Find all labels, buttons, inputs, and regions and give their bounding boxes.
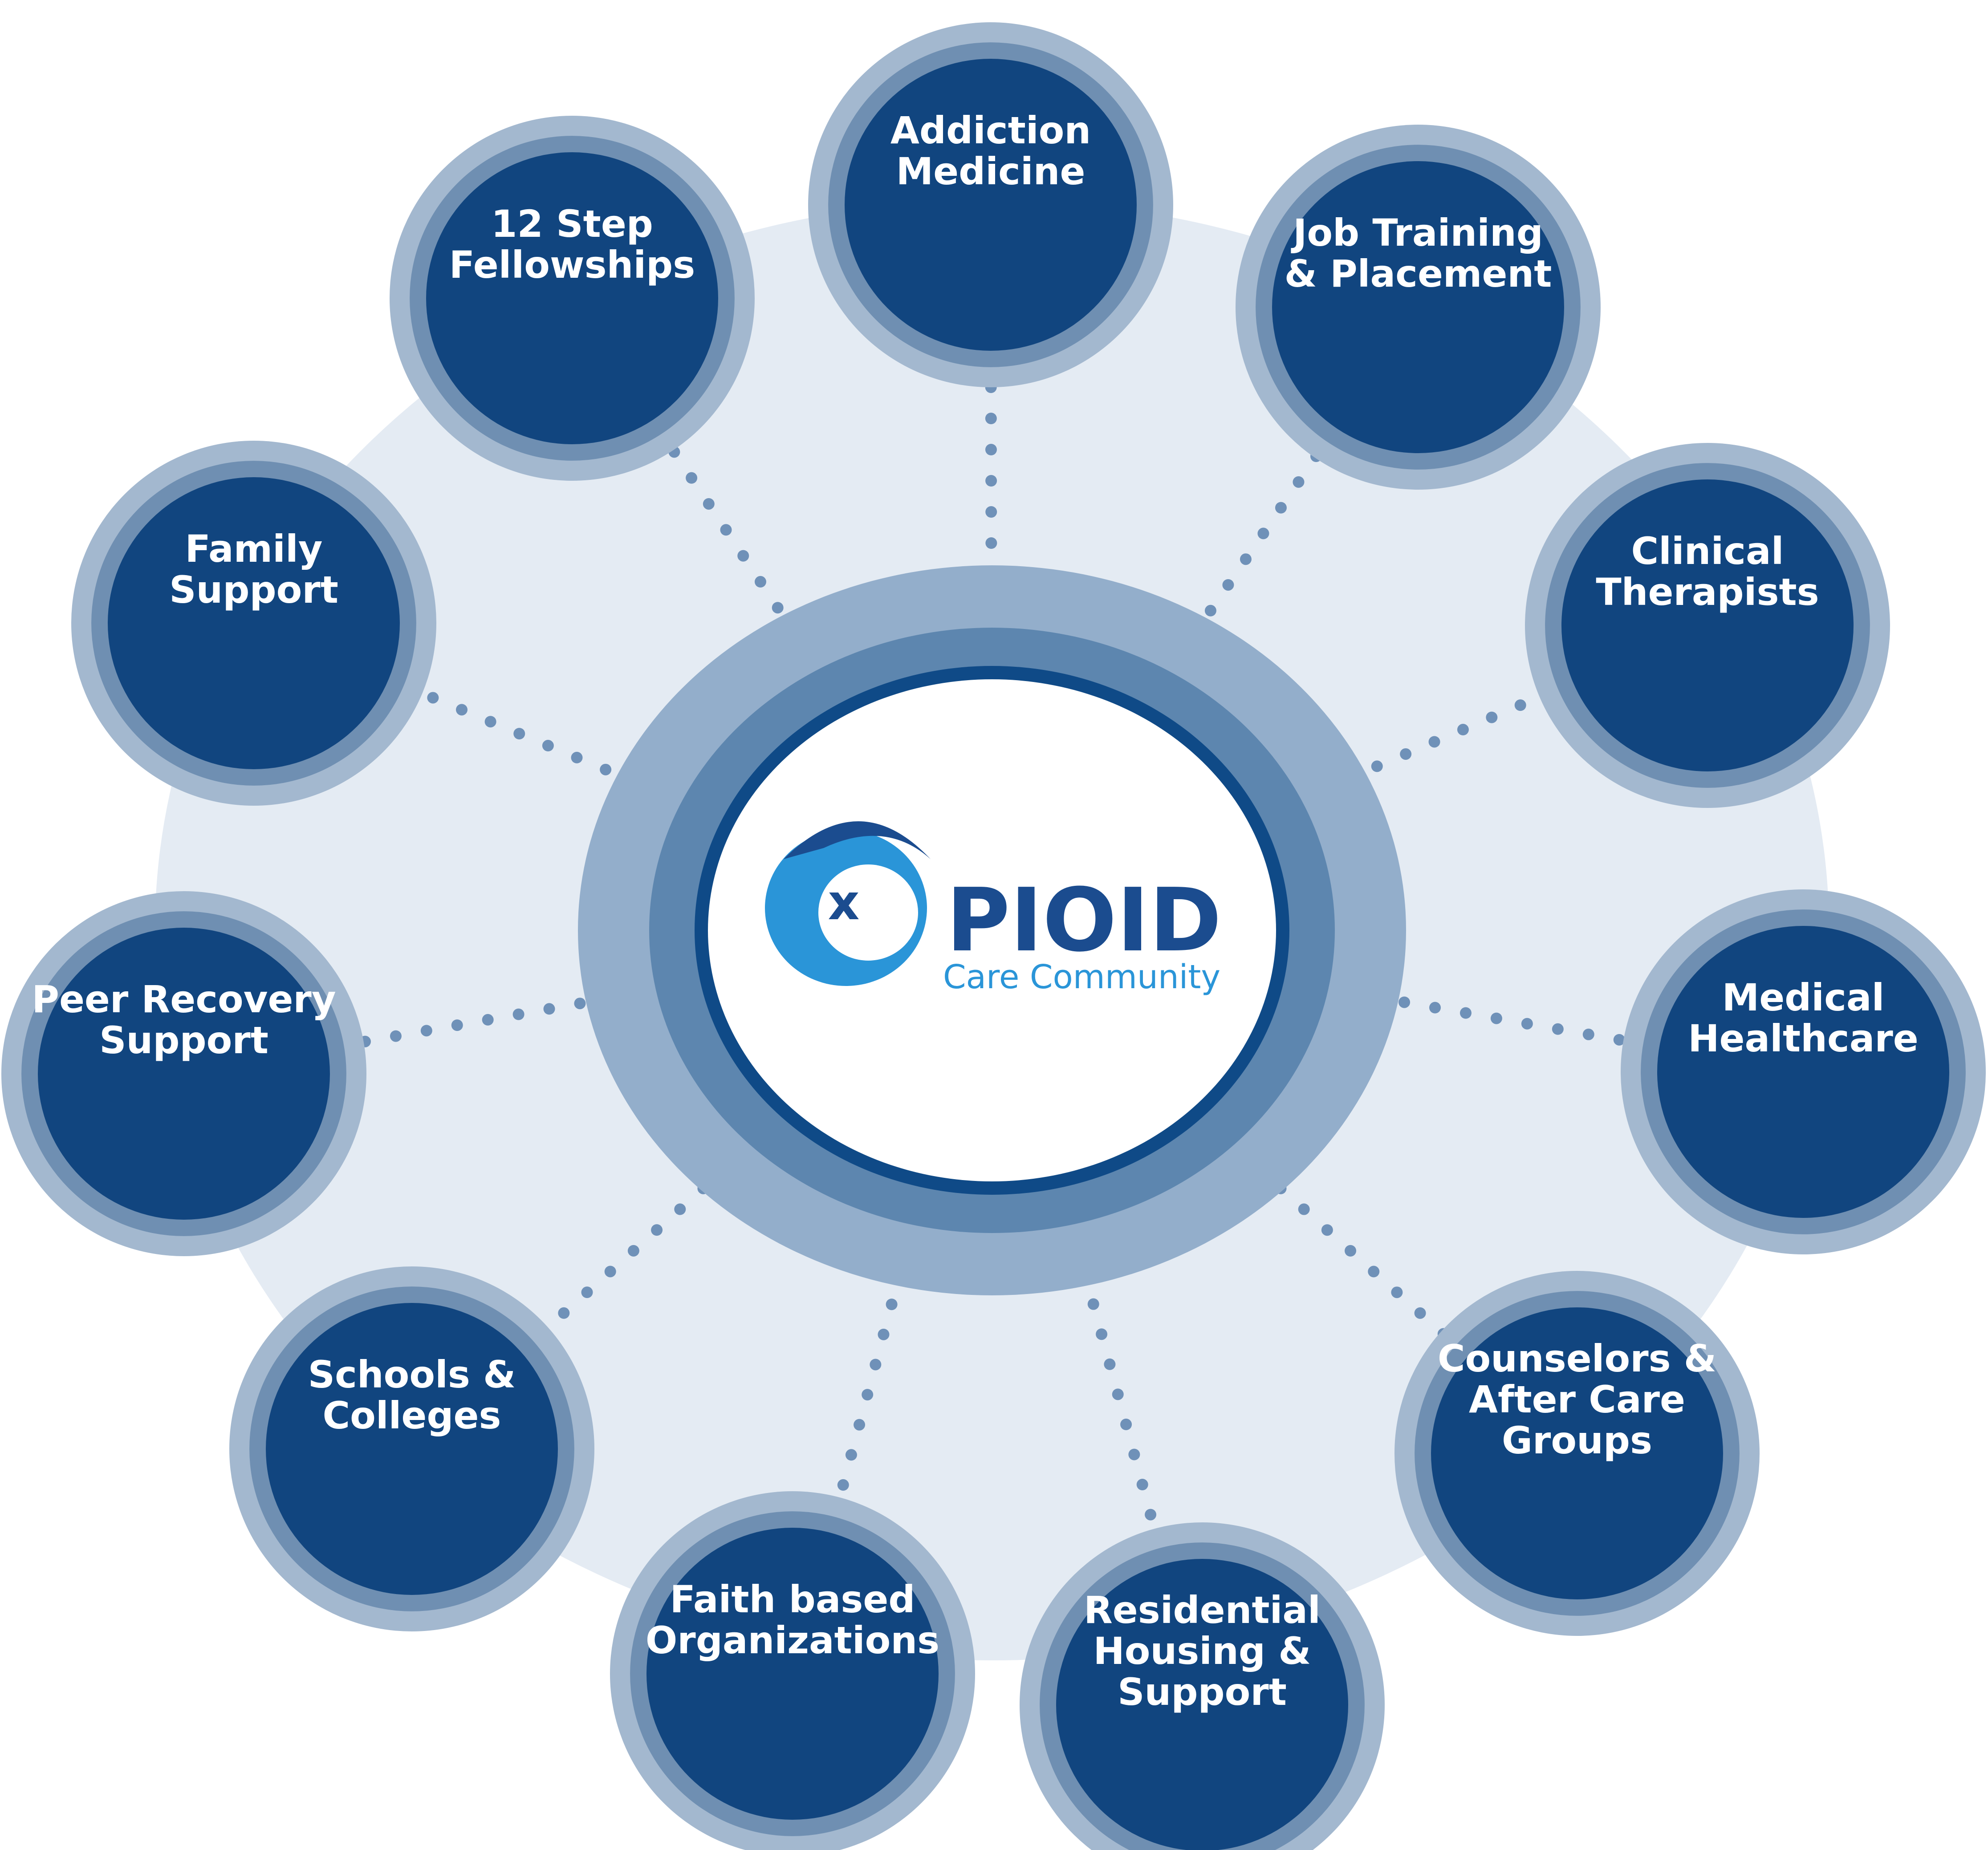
node-label-line: Support (169, 568, 338, 612)
node-label-line: Residential (1084, 1588, 1321, 1632)
logo-wordmark: PIOID (946, 870, 1222, 971)
node-label-line: Organizations (646, 1619, 939, 1662)
node-job-training-placement: Job Training& Placement (1236, 125, 1601, 490)
connector-schools-colleges (485, 1079, 825, 1383)
opioid-care-community-logo: x PIOID Care Community (765, 821, 1222, 996)
logo-x-letter: x (828, 874, 860, 931)
central-hub: x PIOID Care Community (578, 565, 1406, 1295)
logo-swirl-arc (784, 821, 931, 859)
connector-peer-recovery-support (283, 965, 770, 1061)
logo-swirl-inner (818, 864, 918, 961)
node-core (1272, 161, 1564, 453)
node-label-line: Clinical (1631, 529, 1784, 573)
connector-faith-based-organizations (814, 1148, 938, 1577)
node-label-line: Fellowships (449, 243, 695, 287)
node-label-line: Therapists (1596, 570, 1819, 614)
node-label-line: Support (99, 1018, 268, 1062)
node-label-line: Family (185, 527, 322, 571)
hub-center (708, 679, 1276, 1181)
connector-clinical-therapists (1199, 661, 1615, 846)
node-core (38, 928, 330, 1220)
node-core (1056, 1559, 1348, 1850)
node-label-line: Faith based (670, 1578, 915, 1621)
node-label-line: Peer Recovery (32, 978, 336, 1021)
node-core (646, 1528, 939, 1820)
node-core (1657, 926, 1949, 1218)
node-label-line: Medicine (896, 150, 1085, 193)
node-core (1431, 1307, 1723, 1599)
node-label-line: & Placement (1285, 252, 1552, 296)
node-label-line: Housing & (1093, 1629, 1311, 1673)
node-label-line: Schools & (308, 1353, 516, 1396)
logo-subtitle: Care Community (943, 958, 1220, 996)
node-label-line: Addiction (890, 109, 1091, 152)
node-label-line: Job Training (1291, 211, 1543, 255)
node-label-line: Colleges (322, 1394, 501, 1437)
node-label-line: 12 Step (491, 202, 653, 246)
node-label-line: Support (1118, 1670, 1287, 1714)
node-core (426, 152, 718, 444)
node-label-line: Healthcare (1688, 1017, 1919, 1060)
node-label-line: Medical (1722, 976, 1885, 1019)
node-core (266, 1303, 558, 1595)
connector-medical-healthcare (1214, 964, 1704, 1059)
node-core (1561, 479, 1854, 771)
node-schools-colleges: Schools &Colleges (229, 1266, 594, 1631)
node-label-line: Groups (1502, 1419, 1652, 1462)
node-core (845, 59, 1137, 351)
node-core (108, 477, 400, 769)
node-label-line: Counselors & (1438, 1337, 1716, 1380)
node-label-line: After Care (1469, 1378, 1685, 1421)
